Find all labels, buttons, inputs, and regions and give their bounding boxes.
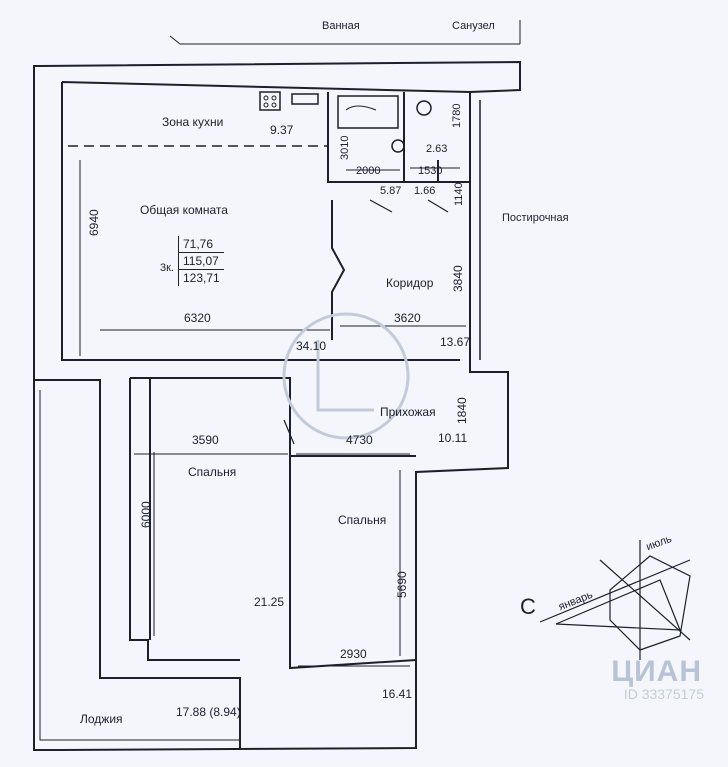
- dim-3590: 3590: [192, 433, 219, 447]
- sink-icon: [391, 139, 405, 153]
- watermark-id: ID 33375175: [623, 686, 704, 702]
- watermark-logo-icon: [282, 312, 410, 440]
- room-label-corridor: Коридор: [386, 276, 434, 290]
- apartment-prefix: 3к.: [160, 262, 174, 274]
- bathroom-walls: [327, 92, 470, 183]
- bathtub: [337, 95, 399, 129]
- room-label-kitchen: Зона кухни: [162, 115, 224, 129]
- dim-1780: 1780: [451, 103, 463, 128]
- corridor-wall: [331, 200, 346, 340]
- stove-icon: [259, 91, 281, 111]
- total-area: 115,07: [179, 253, 224, 270]
- area-common: 34.10: [296, 339, 327, 353]
- area-laundry-sub: 1.66: [414, 185, 436, 197]
- compass-north-label: С: [520, 594, 536, 619]
- bedroom1-walls: [129, 377, 291, 661]
- area-hall: 10.11: [438, 431, 468, 445]
- area-corridor: 13.67: [440, 335, 471, 349]
- compass: [539, 540, 691, 660]
- room-label-toilet: Санузел: [452, 20, 495, 32]
- outer-wall: [33, 60, 521, 751]
- dim-1530: 1530: [418, 165, 443, 177]
- room-label-hall: Прихожая: [380, 405, 436, 419]
- room-label-bathroom: Ванная: [322, 20, 360, 32]
- dim-4730: 4730: [346, 433, 373, 447]
- dim-1140: 1140: [453, 182, 465, 206]
- area-bathroom: 2.63: [426, 143, 448, 155]
- room-label-laundry: Постирочная: [502, 212, 569, 224]
- area-bath-sub: 5.87: [380, 185, 402, 197]
- room-label-bedroom2: Спальня: [338, 513, 387, 527]
- dim-3840: 3840: [451, 265, 465, 292]
- toilet-icon: [416, 100, 432, 116]
- area-loggia: 17.88 (8.94): [176, 705, 241, 719]
- dim-6320: 6320: [184, 311, 211, 325]
- dim-5690: 5690: [395, 571, 409, 598]
- dim-6940: 6940: [87, 209, 101, 236]
- loggia-wall: [34, 379, 241, 748]
- room-label-loggia: Лоджия: [80, 712, 123, 726]
- area-kitchen: 9.37: [270, 123, 294, 137]
- area-bedroom1: 21.25: [254, 595, 285, 609]
- apartment-area-box: 71,76 115,07 123,71: [178, 236, 224, 286]
- room-label-bedroom1: Спальня: [188, 465, 237, 479]
- kitchen-sink-icon: [291, 93, 319, 105]
- living-area: 71,76: [179, 236, 224, 253]
- bedroom2-walls: [289, 455, 417, 670]
- total-with-loggia-area: 123,71: [183, 271, 220, 285]
- dim-3010: 3010: [339, 135, 351, 160]
- dim-3620: 3620: [394, 311, 421, 325]
- room-label-common: Общая комната: [140, 203, 228, 217]
- dim-2000: 2000: [356, 165, 381, 177]
- dim-6000: 6000: [139, 501, 153, 528]
- dim-1840: 1840: [455, 397, 469, 424]
- inner-wall: [61, 81, 471, 361]
- area-bedroom2: 16.41: [382, 687, 413, 701]
- dim-2930: 2930: [340, 647, 367, 661]
- watermark-brand: ЦИАН: [611, 655, 702, 688]
